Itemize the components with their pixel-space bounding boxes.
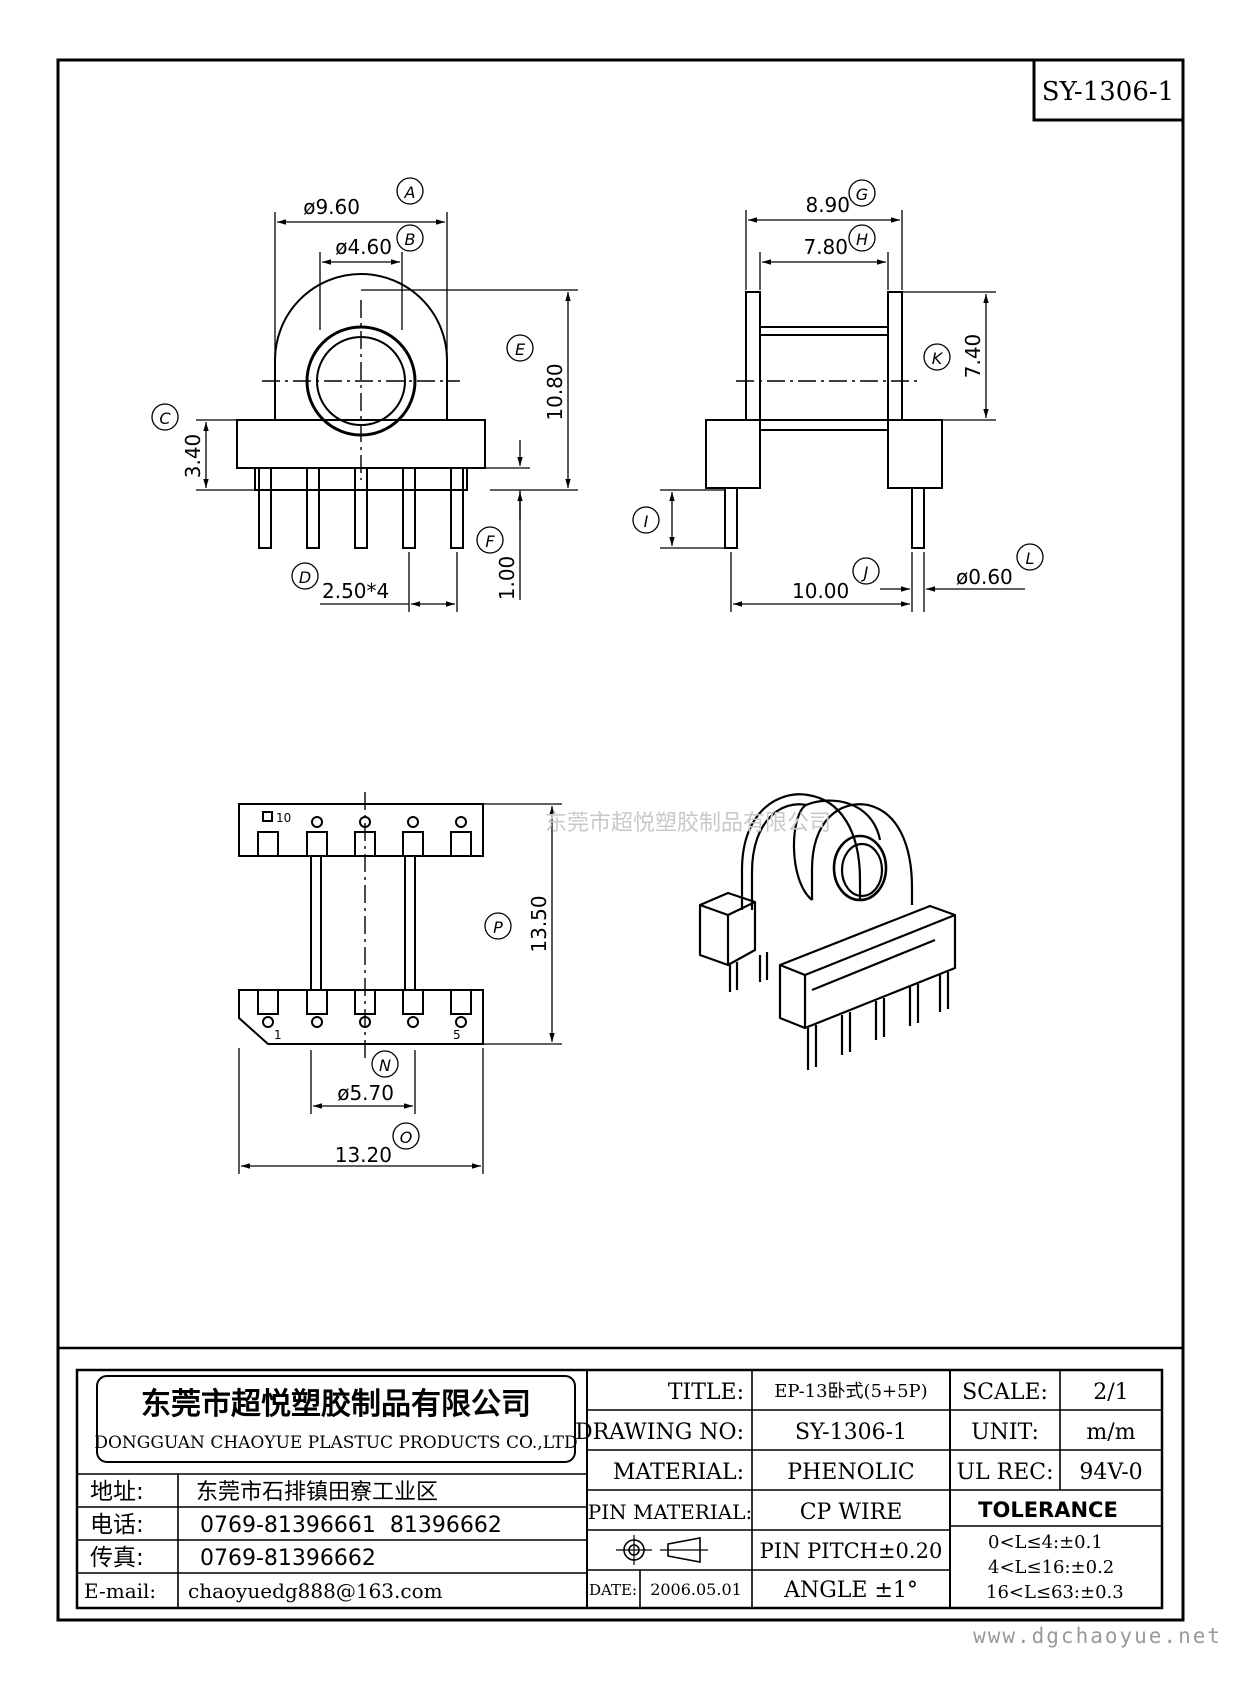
unit-value: m/m [1086,1420,1135,1445]
side-flange-left [745,291,761,421]
unit-label: UNIT: [971,1420,1039,1445]
drawing-code-box [1032,58,1185,122]
tolerance-3: 16<L≤63:±0.3 [986,1582,1124,1603]
dim-d: 2.50*4 [322,579,389,603]
dim-o: 13.20 [335,1143,392,1167]
isometric-view [698,793,957,1070]
pin-pitch: PIN PITCH±0.20 [760,1539,943,1563]
material-value: PHENOLIC [787,1460,914,1485]
side-base-right [887,419,943,489]
scale-label: SCALE: [962,1380,1048,1405]
tolerance-label: TOLERANCE [978,1498,1118,1522]
dim-c: 3.40 [181,434,205,479]
front-pin-1 [258,467,272,549]
label-c: C [159,409,171,428]
phone-value: 0769-81396661 81396662 [200,1513,502,1538]
company-box [96,1375,576,1463]
front-pin-4 [402,467,416,549]
label-b: B [405,230,416,249]
company-name-en: DONGGUAN CHAOYUE PLASTUC PRODUCTS CO.,LT… [94,1433,577,1453]
scale-value: 2/1 [1093,1380,1128,1405]
label-e: E [515,340,526,359]
address-label: 地址: [90,1479,144,1505]
front-pin-2 [306,467,320,549]
side-base-left [705,419,761,489]
ul-value: 94V-0 [1079,1460,1142,1485]
label-h: H [856,230,868,249]
dim-a: ø9.60 [303,195,360,219]
phone-label: 电话: [90,1512,144,1538]
dim-l: ø0.60 [956,565,1013,589]
drawing-no-label: DRAWING NO: [575,1420,744,1445]
address-value: 东莞市石排镇田寮工业区 [196,1480,438,1505]
side-pin-left [724,487,738,549]
outer-frame [56,58,1185,1622]
label-d: D [299,568,311,587]
side-view [705,291,943,549]
footer-url: www.dgchaoyue.net [973,1624,1222,1648]
label-f: F [485,532,495,551]
pin-material-value: CP WIRE [800,1500,903,1525]
front-labels: ø9.60 A ø4.60 B E 10.80 C 3.40 F 1.00 D … [151,177,567,603]
front-flange [274,273,448,420]
date-value: 2006.05.01 [650,1580,742,1599]
date-label: DATE: [589,1581,637,1599]
material-label: MATERIAL: [613,1460,744,1485]
tolerance-2: 4<L≤16:±0.2 [988,1557,1114,1578]
dim-k: 7.40 [961,334,985,379]
title-value: EP-13卧式(5+5P) [774,1381,927,1402]
fax-label: 传真: [90,1545,144,1571]
title-block-text: 东莞市超悦塑胶制品有限公司 DONGGUAN CHAOYUE PLASTUC P… [84,1380,1143,1603]
tolerance-1: 0<L≤4:±0.1 [988,1532,1103,1553]
bottom-lower-base [238,989,484,1045]
dim-h: 7.80 [803,235,848,259]
email-label: E-mail: [84,1579,156,1603]
ul-label: UL REC: [956,1460,1053,1485]
drawing-no-value: SY-1306-1 [795,1420,907,1445]
front-pin-5 [450,467,464,549]
label-i: I [644,512,649,531]
label-j: J [861,563,869,582]
pin-label-10: 10 [276,811,291,825]
side-dimensions [660,210,1025,612]
watermark-text: 东莞市超悦塑胶制品有限公司 [545,811,831,836]
dim-f: 1.00 [495,556,519,601]
angle: ANGLE ±1° [783,1578,918,1603]
label-a: A [404,183,416,202]
label-n: N [379,1056,391,1075]
label-l: L [1026,549,1035,568]
dim-b: ø4.60 [335,235,392,259]
fax-value: 0769-81396662 [200,1546,376,1571]
label-g: G [856,185,868,204]
side-flange-right [887,291,903,421]
dim-g: 8.90 [805,193,850,217]
label-o: O [400,1128,413,1147]
dim-e: 10.80 [543,363,567,420]
drawing-code: SY-1306-1 [1042,77,1174,107]
front-dimensions [196,212,578,612]
label-p: P [493,918,503,937]
pin-label-1: 1 [274,1028,282,1042]
side-labels: 8.90 G 7.80 H K 7.40 I 10.00 J ø0.60 L [632,179,1044,603]
email-value: chaoyuedg888@163.com [188,1579,443,1603]
pin-label-5: 5 [453,1028,461,1042]
front-view [236,273,486,549]
side-pin-right [911,487,925,549]
title-label: TITLE: [668,1380,744,1405]
bottom-pin-labels: 10 1 5 [274,811,461,1042]
dim-n: ø5.70 [337,1081,394,1105]
title-block [58,1346,1183,1610]
dim-j: 10.00 [792,579,849,603]
dim-p: 13.50 [527,895,551,952]
label-k: K [932,349,944,368]
bottom-view [238,792,484,1060]
pin-material-label: PIN MATERIAL: [588,1500,752,1524]
bottom-dimensions [238,803,562,1174]
bottom-labels: P 13.50 N ø5.70 O 13.20 [335,895,551,1167]
company-name-cn: 东莞市超悦塑胶制品有限公司 [141,1387,531,1422]
